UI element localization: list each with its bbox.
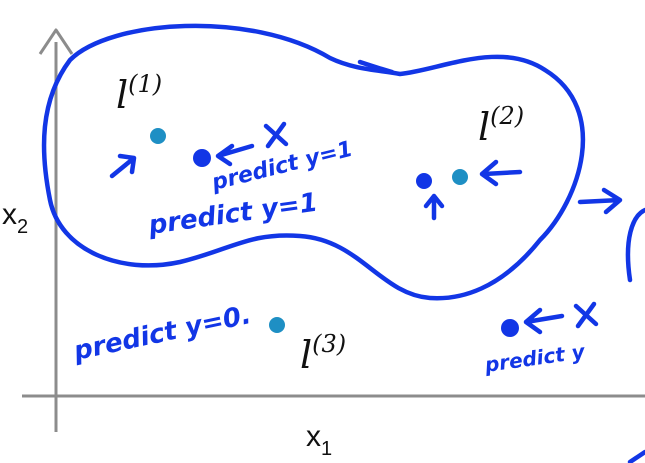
arrow-to-point-c — [523, 307, 565, 335]
landmark-1-label: l(1) — [116, 70, 162, 117]
arrow-to-landmark-2 — [479, 159, 523, 187]
x-axis-label: x1 — [306, 420, 332, 460]
boundary-stroke-mark — [357, 59, 395, 75]
right-arrow-mark — [577, 187, 623, 215]
example-point-b — [416, 173, 432, 189]
y-axis-arrowhead — [38, 28, 74, 55]
axes — [22, 28, 645, 432]
y-axis-label: x2 — [2, 198, 28, 238]
arrow-to-point-b — [423, 193, 445, 221]
arrow-to-point-a — [215, 143, 255, 167]
example-point-c — [501, 319, 519, 337]
landmark-1-point — [150, 128, 166, 144]
annotation-predict-y-right: predict y — [482, 339, 587, 377]
decision-boundary-right — [625, 207, 645, 283]
arrow-to-landmark-1 — [109, 153, 137, 179]
decision-boundary — [41, 23, 586, 301]
annotation-predict-y0: predict y=0. — [70, 300, 253, 367]
landmark-2-point — [452, 169, 468, 185]
landmark-3-point — [269, 317, 285, 333]
corner-ink-mark — [627, 449, 645, 463]
cross-mark-a — [263, 121, 289, 149]
cross-mark-c — [573, 301, 599, 329]
example-point-a — [193, 149, 211, 167]
landmark-2-label: l(2) — [478, 102, 524, 149]
landmarks — [150, 128, 468, 333]
landmark-3-label: l(3) — [300, 330, 346, 377]
annotation-predict-y1-lower: predict y=1 — [146, 188, 320, 242]
